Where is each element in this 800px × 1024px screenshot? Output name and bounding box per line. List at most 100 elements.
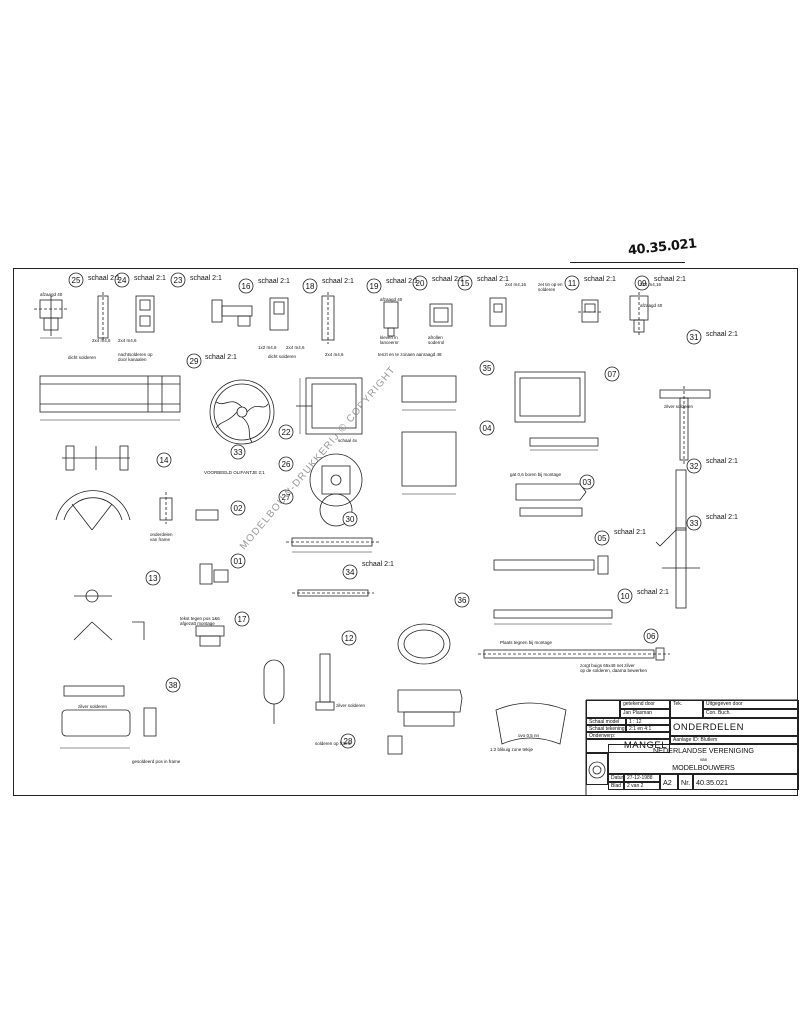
part-balloon-04: 04 (479, 420, 495, 436)
part-number: 02 (234, 504, 243, 513)
part-balloon-circle (234, 611, 250, 627)
part-number: 29 (190, 357, 199, 366)
part-02-drawing (159, 492, 219, 524)
seal-icon (588, 761, 606, 779)
drawing-title: ONDERDELEN (670, 718, 799, 736)
part-06-rod-drawing (478, 647, 670, 661)
part-balloon-circle (278, 489, 294, 505)
date-value: 27-12-1988 (624, 774, 660, 782)
scale-drawing-label: Schaal tekening (586, 725, 626, 732)
part-number: 19 (370, 282, 379, 291)
part-balloon-circle (342, 564, 358, 580)
sheet-label: Tek. (670, 700, 703, 718)
part-balloon-circle (302, 278, 318, 294)
part-balloon-circle (156, 452, 172, 468)
part-balloon-23: 23 (170, 272, 186, 288)
number-label: Nr. (678, 774, 693, 790)
title-block: getekend door Jan Plasman Tek. Uitgegeve… (586, 700, 799, 796)
part-balloon-09: 09 (634, 275, 650, 291)
part-balloon-circle (412, 275, 428, 291)
date-label: Datum (608, 774, 624, 782)
sheet-count-value: 2 van 2 (624, 782, 660, 790)
scale-label: schaal 2:1 (386, 278, 418, 285)
part-10-bar-drawing (493, 609, 613, 625)
part-26-27-detail-drawing (309, 453, 363, 527)
part-number: 27 (282, 493, 291, 502)
part-balloon-circle (278, 456, 294, 472)
drawing-note: nachtsolderen op door kanaalen (118, 352, 153, 363)
part-number: 15 (461, 279, 470, 288)
part-balloon-circle (366, 278, 382, 294)
part-number: 14 (160, 456, 169, 465)
part-balloon-20: 20 (412, 275, 428, 291)
part-balloon-circle (604, 366, 620, 382)
drawing-note: gat 0,6 boren bij montage (510, 472, 562, 477)
part-number: 10 (621, 592, 630, 601)
part-balloon-circle (238, 278, 254, 294)
org-line-2: van (699, 757, 708, 762)
part-number: 07 (608, 370, 617, 379)
part-16-drawing (211, 297, 289, 331)
part-number: 22 (282, 428, 291, 437)
part-15-11-drawing (489, 297, 602, 327)
part-number: 17 (238, 615, 247, 624)
drawing-note: dicht solderen (268, 354, 297, 359)
part-balloon-12: 12 (341, 630, 357, 646)
part-number: 34 (346, 568, 355, 577)
checked-by-value: Con. Buch. (703, 709, 799, 718)
part-balloon-14: 14 (156, 452, 172, 468)
part-balloon-06: 06 (643, 628, 659, 644)
part-balloon-17: 17 (234, 611, 250, 627)
part-balloon-05: 05 (594, 530, 610, 546)
association-seal (586, 753, 608, 785)
part-balloon-31: 31 (686, 329, 702, 345)
part-14-drawing (62, 445, 130, 471)
scale-label: schaal 2:1 (205, 354, 237, 361)
title-block-logo-cell (586, 700, 620, 718)
part-balloon-35: 35 (479, 360, 495, 376)
part-13-drawing (73, 589, 145, 641)
drawing-subtitle: Aanlage ID: Blutlem (670, 736, 799, 744)
part-number: 35 (483, 364, 492, 373)
scale-label: schaal 2:1 (706, 458, 738, 465)
sheet-count-label: Blad (608, 782, 624, 790)
part-balloon-circle (340, 733, 356, 749)
part-balloon-circle (686, 515, 702, 531)
part-07-frame-drawing (514, 371, 599, 451)
drawing-note: tenzt en te zonaen aanraagd 48 (378, 352, 442, 357)
drawing-note: kleven in lanceernr (380, 335, 399, 346)
scale-label: schaal 2:1 (706, 514, 738, 521)
org-line-1: NEDERLANDSE VERENIGING (652, 746, 755, 755)
drawing-note: 2x4 m4,6 (286, 345, 305, 350)
part-18-drawing (321, 292, 335, 344)
part-balloon-circle (170, 272, 186, 288)
part-number: 36 (458, 596, 467, 605)
scale-label: schaal 2:1 (88, 275, 120, 282)
part-balloon-33: 33 (230, 444, 246, 460)
part-balloon-34: 34 (342, 564, 358, 580)
part-balloon-circle (457, 275, 473, 291)
part-22-frame-drawing (296, 377, 363, 435)
scale-label: schaal 2:1 (477, 276, 509, 283)
part-balloon-circle (230, 444, 246, 460)
drawing-note: afzaagd 40 (380, 297, 403, 302)
part-balloon-29: 29 (186, 353, 202, 369)
scale-label: schaal 2:1 (706, 331, 738, 338)
part-number: 01 (234, 557, 243, 566)
drawing-note: afzaagd 40 (640, 303, 663, 308)
scale-label: schaal 2:1 (584, 276, 616, 283)
drawing-note: ovo 0,5 nn (518, 733, 540, 738)
part-number: 03 (583, 478, 592, 487)
part-number: 23 (174, 276, 183, 285)
part-balloon-15: 15 (457, 275, 473, 291)
part-balloon-30: 30 (342, 511, 358, 527)
part-25-drawing (34, 296, 68, 339)
part-number: 30 (346, 515, 355, 524)
part-number: 20 (416, 279, 425, 288)
part-curved-sheet-drawing (495, 702, 567, 745)
part-05-long-bar-drawing (493, 555, 609, 575)
part-balloon-circle (594, 530, 610, 546)
part-balloon-36: 36 (454, 592, 470, 608)
part-balloon-32: 32 (686, 458, 702, 474)
part-balloon-24: 24 (114, 272, 130, 288)
